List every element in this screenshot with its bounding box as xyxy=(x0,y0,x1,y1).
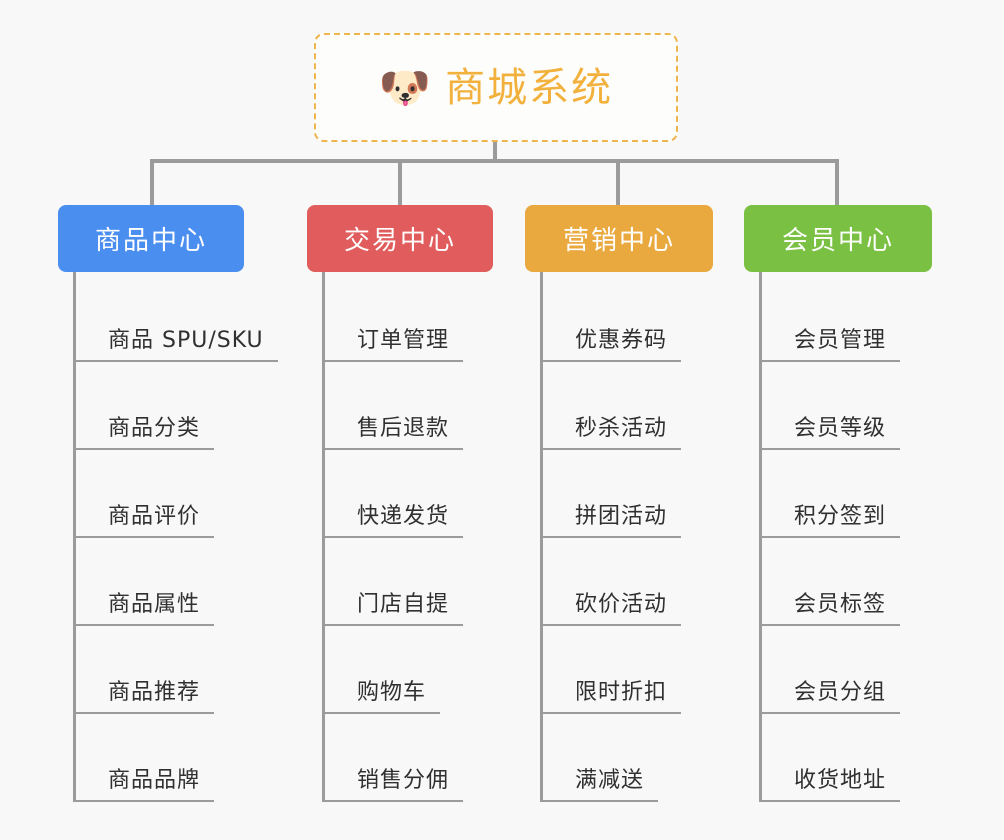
leaf-label: 商品分类 xyxy=(76,410,215,450)
list-item[interactable]: 商品 SPU/SKU xyxy=(76,274,278,362)
leaf-label: 砍价活动 xyxy=(543,586,682,626)
branch-header-label: 会员中心 xyxy=(781,226,894,256)
connector-horizontal-bus xyxy=(150,159,839,163)
leaf-label: 限时折扣 xyxy=(543,674,682,714)
leaf-label: 购物车 xyxy=(325,674,441,714)
list-item[interactable]: 快递发货 xyxy=(325,450,493,538)
branch-header-label: 商品中心 xyxy=(94,226,207,256)
list-item[interactable]: 会员等级 xyxy=(762,362,932,450)
leaf-label: 订单管理 xyxy=(325,322,464,362)
leaf-label: 满减送 xyxy=(543,762,659,802)
list-item[interactable]: 限时折扣 xyxy=(543,626,713,714)
list-item[interactable]: 收货地址 xyxy=(762,714,932,802)
leaf-list-product-center: 商品 SPU/SKU 商品分类 商品评价 商品属性 商品推荐 商品品牌 xyxy=(73,272,278,802)
list-item[interactable]: 拼团活动 xyxy=(543,450,713,538)
list-item[interactable]: 会员标签 xyxy=(762,538,932,626)
list-item[interactable]: 砍价活动 xyxy=(543,538,713,626)
dog-face-icon: 🐶 xyxy=(378,62,432,112)
list-item[interactable]: 商品属性 xyxy=(76,538,244,626)
branch-header-label: 营销中心 xyxy=(562,226,675,256)
leaf-label: 门店自提 xyxy=(325,586,464,626)
leaf-label: 会员标签 xyxy=(762,586,901,626)
leaf-label: 商品属性 xyxy=(76,586,215,626)
branch-product-center: 商品中心 商品 SPU/SKU 商品分类 商品评价 商品属性 商品推荐 商品品牌 xyxy=(58,205,278,802)
leaf-label: 商品 SPU/SKU xyxy=(76,322,278,362)
list-item[interactable]: 会员分组 xyxy=(762,626,932,714)
leaf-label: 销售分佣 xyxy=(325,762,464,802)
branch-header-label: 交易中心 xyxy=(343,226,456,256)
connector-drop-3 xyxy=(616,159,620,206)
list-item[interactable]: 秒杀活动 xyxy=(543,362,713,450)
list-item[interactable]: 销售分佣 xyxy=(325,714,493,802)
list-item[interactable]: 商品分类 xyxy=(76,362,244,450)
list-item[interactable]: 满减送 xyxy=(543,714,713,802)
branch-header-marketing-center[interactable]: 营销中心 xyxy=(525,205,713,272)
list-item[interactable]: 售后退款 xyxy=(325,362,493,450)
leaf-label: 商品评价 xyxy=(76,498,215,538)
connector-root-vertical xyxy=(493,142,497,162)
root-node[interactable]: 🐶 商城系统 xyxy=(314,33,678,142)
leaf-list-marketing-center: 优惠券码 秒杀活动 拼团活动 砍价活动 限时折扣 满减送 xyxy=(540,272,713,802)
branch-member-center: 会员中心 会员管理 会员等级 积分签到 会员标签 会员分组 收货地址 xyxy=(744,205,932,802)
leaf-label: 秒杀活动 xyxy=(543,410,682,450)
leaf-label: 优惠券码 xyxy=(543,322,682,362)
branch-header-member-center[interactable]: 会员中心 xyxy=(744,205,932,272)
list-item[interactable]: 商品品牌 xyxy=(76,714,244,802)
connector-drop-2 xyxy=(398,159,402,206)
list-item[interactable]: 商品推荐 xyxy=(76,626,244,714)
leaf-label: 会员分组 xyxy=(762,674,901,714)
branch-trade-center: 交易中心 订单管理 售后退款 快递发货 门店自提 购物车 销售分佣 xyxy=(307,205,493,802)
list-item[interactable]: 积分签到 xyxy=(762,450,932,538)
leaf-label: 会员管理 xyxy=(762,322,901,362)
leaf-list-member-center: 会员管理 会员等级 积分签到 会员标签 会员分组 收货地址 xyxy=(759,272,932,802)
connector-drop-4 xyxy=(835,159,839,206)
root-title: 商城系统 xyxy=(445,64,614,111)
connector-drop-1 xyxy=(150,159,154,206)
list-item[interactable]: 会员管理 xyxy=(762,274,932,362)
list-item[interactable]: 商品评价 xyxy=(76,450,244,538)
leaf-list-trade-center: 订单管理 售后退款 快递发货 门店自提 购物车 销售分佣 xyxy=(322,272,493,802)
branch-header-trade-center[interactable]: 交易中心 xyxy=(307,205,493,272)
leaf-label: 商品品牌 xyxy=(76,762,215,802)
leaf-label: 快递发货 xyxy=(325,498,464,538)
leaf-label: 收货地址 xyxy=(762,762,901,802)
list-item[interactable]: 购物车 xyxy=(325,626,493,714)
branch-header-product-center[interactable]: 商品中心 xyxy=(58,205,244,272)
leaf-label: 拼团活动 xyxy=(543,498,682,538)
list-item[interactable]: 订单管理 xyxy=(325,274,493,362)
leaf-label: 商品推荐 xyxy=(76,674,215,714)
list-item[interactable]: 优惠券码 xyxy=(543,274,713,362)
leaf-label: 售后退款 xyxy=(325,410,464,450)
list-item[interactable]: 门店自提 xyxy=(325,538,493,626)
branch-marketing-center: 营销中心 优惠券码 秒杀活动 拼团活动 砍价活动 限时折扣 满减送 xyxy=(525,205,713,802)
leaf-label: 会员等级 xyxy=(762,410,901,450)
leaf-label: 积分签到 xyxy=(762,498,901,538)
